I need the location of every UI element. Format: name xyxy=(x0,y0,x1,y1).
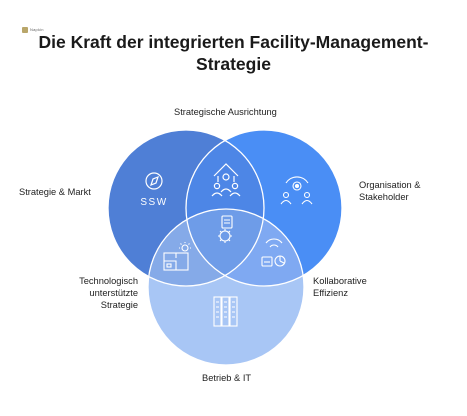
label-organisation-stakeholder: Organisation & Stakeholder xyxy=(359,179,421,203)
label-kollaborative-effizienz: Kollaborative Effizienz xyxy=(313,275,367,299)
collaboration-chart-icon xyxy=(261,238,286,267)
label-strategische-ausrichtung: Strategische Ausrichtung xyxy=(174,107,277,117)
label-technologisch-line-1: Technologisch xyxy=(79,276,138,286)
label-organisation-line-1: Organisation & xyxy=(359,180,421,190)
compass-icon-text: SSW xyxy=(140,197,167,208)
label-technologisch-unterstuetzte-strategie: Technologisch unterstützte Strategie xyxy=(70,275,138,311)
people-network-icon xyxy=(280,176,313,205)
label-technologisch-line-3: Strategie xyxy=(100,300,138,310)
circle-outlines xyxy=(107,129,343,366)
smart-building-icon xyxy=(163,242,191,271)
intersection-left-bottom xyxy=(148,209,264,286)
brand-logo: Napkin xyxy=(22,26,52,33)
title-line-1: Die Kraft der integrierten Facility-Mana… xyxy=(38,32,429,52)
team-growth-icon xyxy=(211,163,241,197)
server-rack-icon xyxy=(213,296,238,327)
diagram-title: Die Kraft der integrierten Facility-Mana… xyxy=(0,31,467,75)
brand-logo-text: Napkin xyxy=(30,27,44,32)
compass-icon xyxy=(145,172,163,190)
label-strategie-markt: Strategie & Markt xyxy=(19,187,91,197)
label-betrieb-it: Betrieb & IT xyxy=(202,373,252,383)
label-kollaborative-line-2: Effizienz xyxy=(313,288,348,298)
label-technologisch-line-2: unterstützte xyxy=(89,288,138,298)
title-line-2: Strategie xyxy=(196,54,271,74)
label-organisation-line-2: Stakeholder xyxy=(359,192,409,202)
label-kollaborative-line-1: Kollaborative xyxy=(313,276,367,286)
gear-document-icon xyxy=(218,215,233,243)
brand-logo-mark xyxy=(22,26,28,33)
